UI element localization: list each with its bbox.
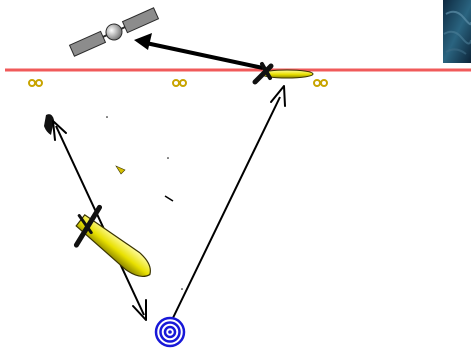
transponder-icon xyxy=(154,316,186,348)
debris-marks xyxy=(106,116,183,290)
buoy-icon xyxy=(172,79,187,87)
descent-arrow xyxy=(52,120,147,321)
satellite-icon xyxy=(68,7,160,57)
auv-icon xyxy=(73,204,151,278)
sensor-icon xyxy=(44,114,54,135)
buoy-icon xyxy=(28,79,43,87)
ocean-photo xyxy=(443,0,471,63)
acoustic-link-arrow xyxy=(170,85,286,323)
buoy-icon xyxy=(313,79,328,87)
surface-vehicle-icon xyxy=(252,62,314,85)
uplink-arrow xyxy=(134,33,264,70)
